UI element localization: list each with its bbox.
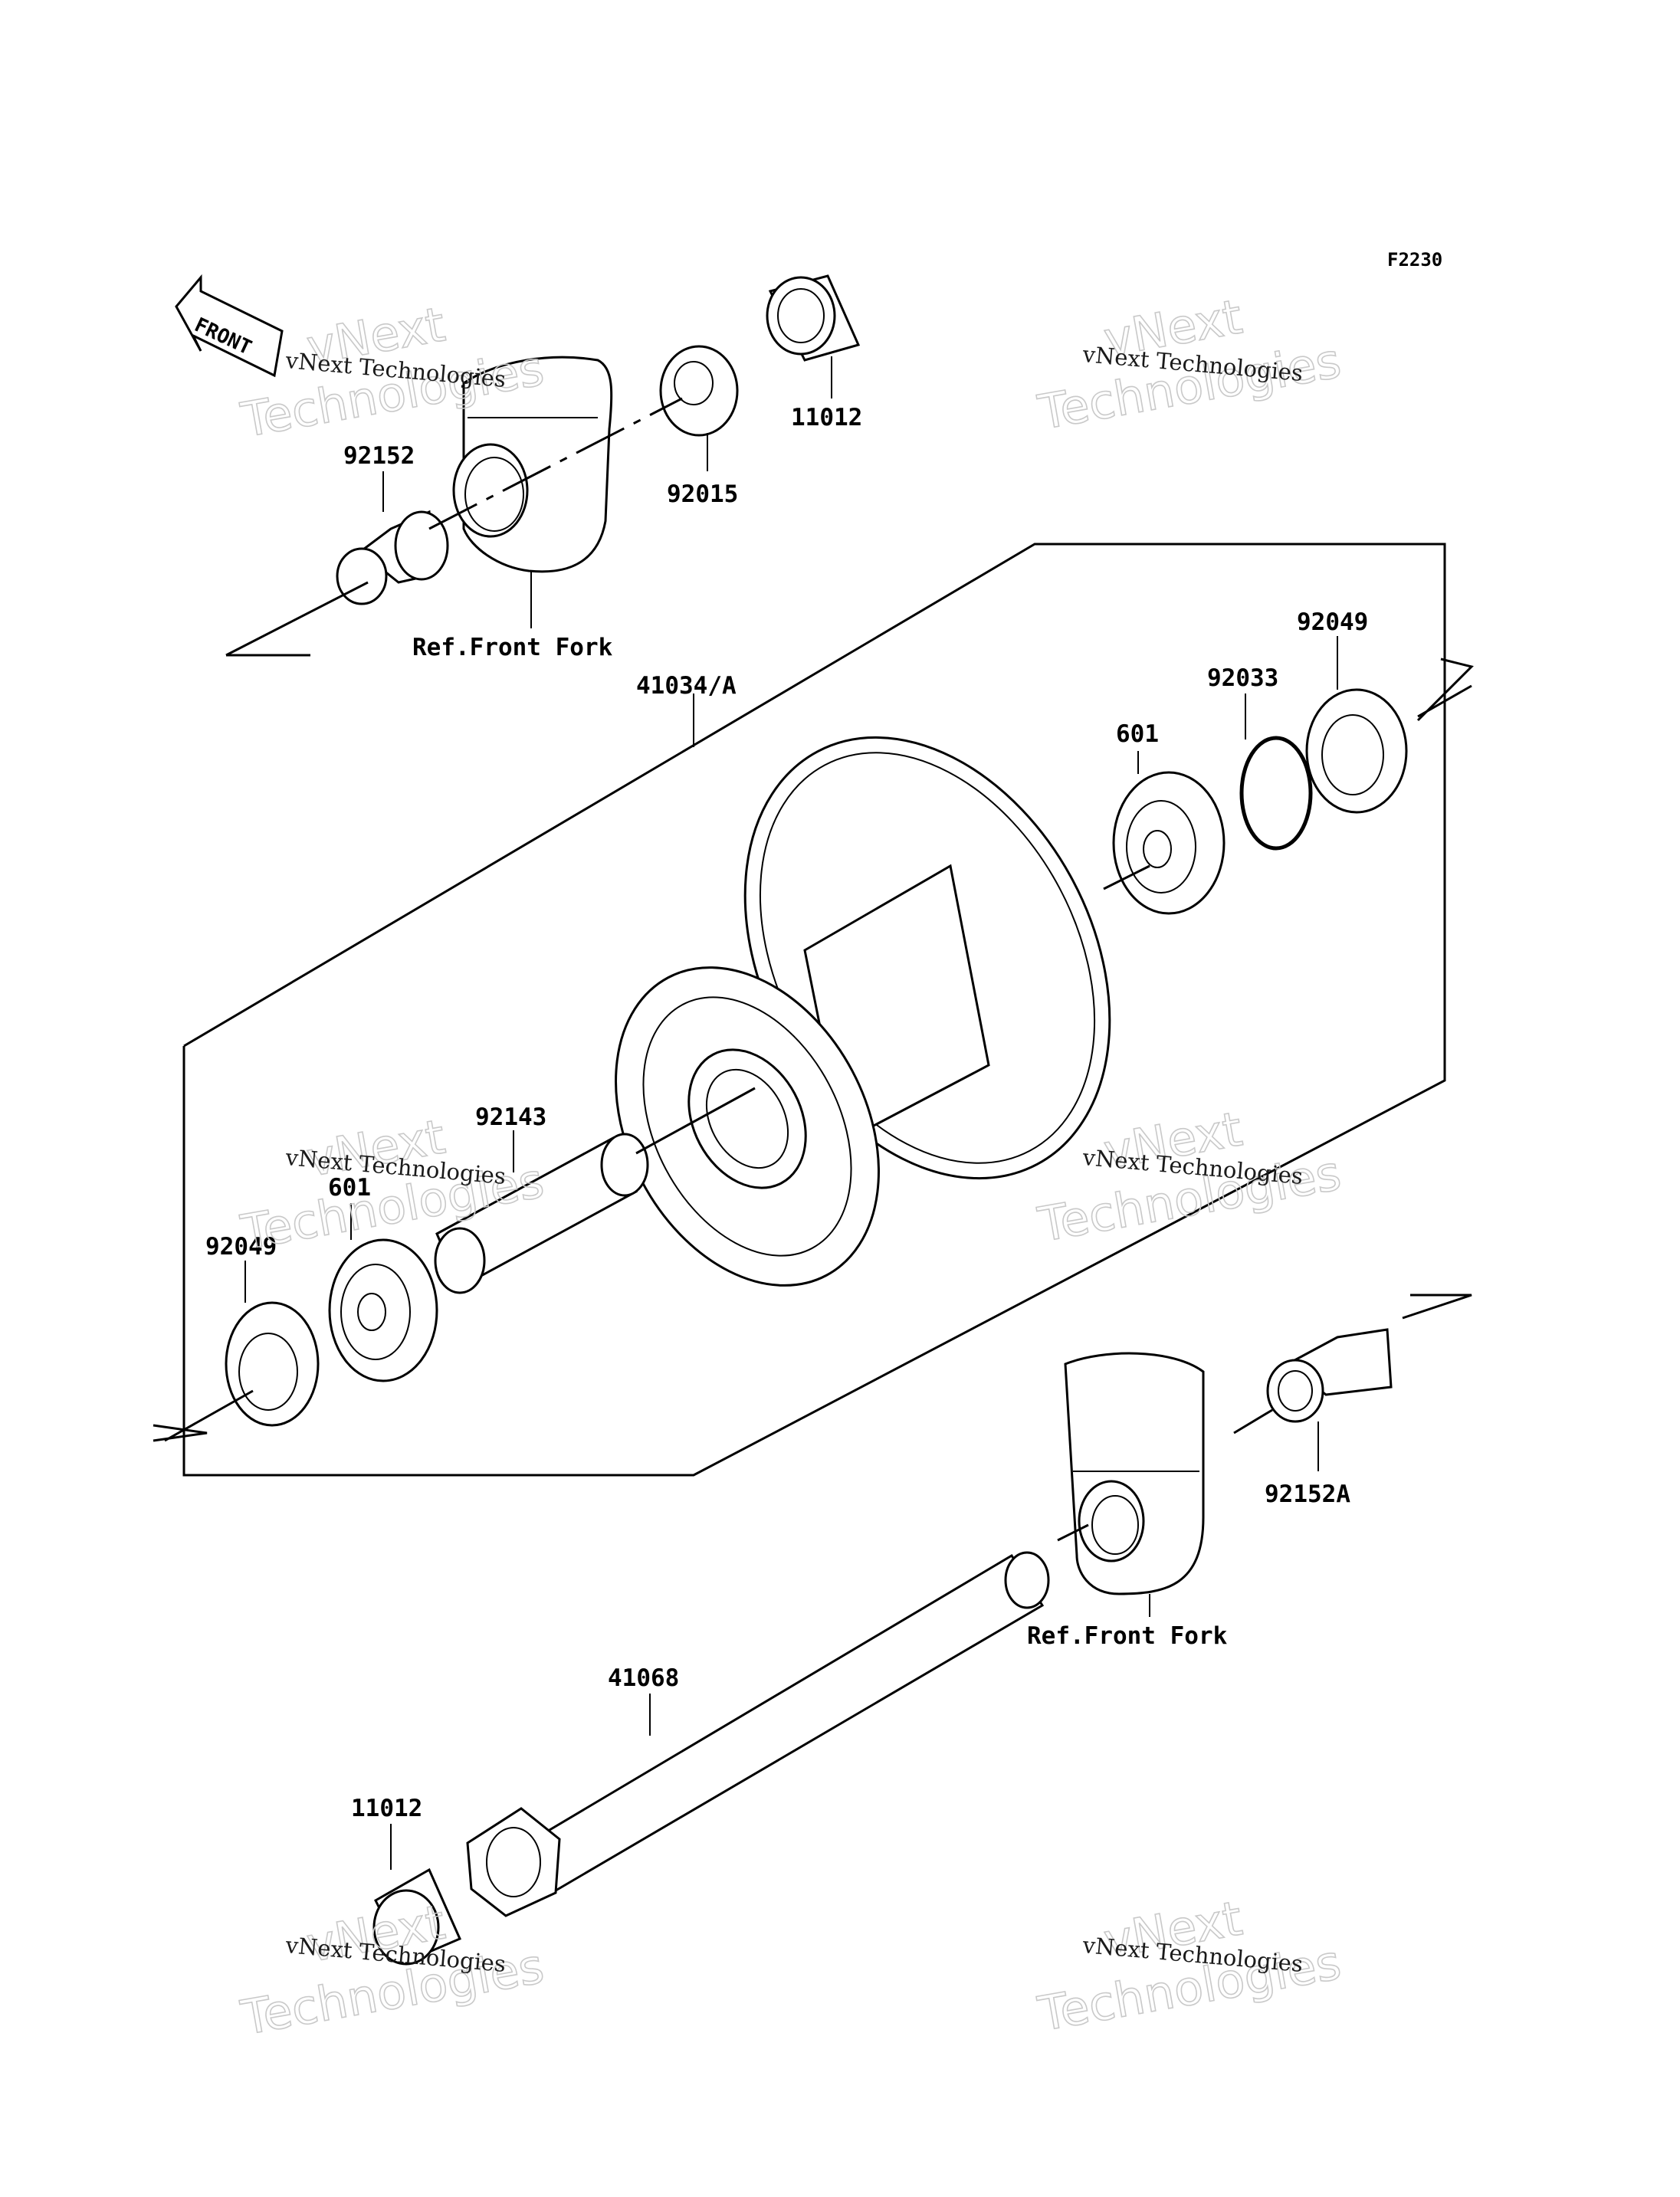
callout-41068: 41068: [608, 1664, 679, 1692]
callout-92015: 92015: [667, 480, 738, 508]
callout-92143: 92143: [475, 1103, 546, 1131]
callout-ref-front-fork-top: Ref.Front Fork: [412, 634, 613, 661]
assembly-box-outline: [182, 543, 1446, 1477]
front-fork-right-drawing: [1064, 1352, 1205, 1595]
callout-41034A: 41034/A: [636, 672, 737, 700]
wheel-hub-drawing: [615, 736, 1111, 1287]
figure-code: F2230: [1387, 249, 1442, 271]
callout-11012-top: 11012: [791, 404, 862, 431]
axle-41068-drawing: [466, 1551, 1050, 1917]
watermark-top-right: vNext Technologies vNext Technologies: [1033, 288, 1345, 441]
callout-11012-bottom: 11012: [351, 1795, 422, 1822]
seal-92049-left-drawing: [225, 1301, 320, 1427]
callout-601-left: 601: [328, 1174, 371, 1202]
front-arrow-icon: FRONT: [175, 274, 284, 378]
cap-11012-bottom-drawing: [372, 1867, 461, 1966]
seal-92049-right-drawing: [1305, 688, 1408, 814]
callout-92152: 92152: [343, 442, 415, 470]
spacer-92152-drawing: [336, 510, 449, 605]
bearing-601-right-drawing: [1112, 771, 1226, 915]
circlip-92033-drawing: [1239, 736, 1313, 851]
callout-92049-right: 92049: [1297, 608, 1368, 636]
callout-601-right: 601: [1116, 720, 1159, 748]
spacer-92143-drawing: [434, 1133, 649, 1294]
watermark-bottom-left: vNext Technologies vNext Technologies: [236, 1894, 548, 2047]
cap-11012-top-drawing: [766, 274, 861, 362]
front-fork-left-drawing: [452, 356, 613, 573]
spacer-92152A-drawing: [1266, 1328, 1393, 1423]
callout-ref-front-fork-bottom: Ref.Front Fork: [1027, 1622, 1228, 1650]
nut-92015-drawing: [659, 345, 739, 437]
callout-92033: 92033: [1207, 664, 1278, 692]
watermark-bottom-right: vNext Technologies vNext Technologies: [1033, 1890, 1345, 2043]
callout-92152A: 92152A: [1265, 1481, 1350, 1508]
bearing-601-left-drawing: [328, 1238, 438, 1382]
callout-92049-left: 92049: [205, 1233, 277, 1261]
